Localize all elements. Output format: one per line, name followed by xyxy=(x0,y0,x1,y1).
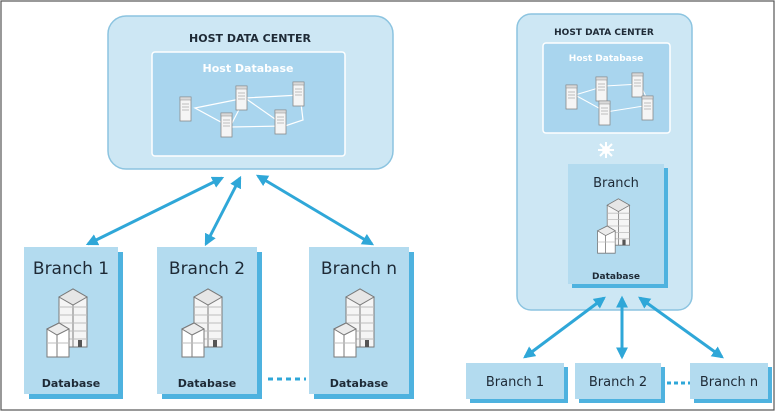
arrow-host-branch-n xyxy=(255,174,375,246)
left-host-data-center: HOST DATA CENTER Host Database xyxy=(107,15,394,170)
left-connection-arrows xyxy=(85,174,375,247)
arrow-host-branch-2 xyxy=(204,175,242,247)
branch-1-label: Branch 1 xyxy=(33,259,109,279)
right-central-branch: Branch Database xyxy=(568,164,668,288)
right-host-center-title: HOST DATA CENTER xyxy=(554,28,654,38)
central-branch-database-label: Database xyxy=(592,272,640,282)
branch-1-database-label: Database xyxy=(42,377,101,390)
server-icon xyxy=(235,85,248,111)
left-host-center-title: HOST DATA CENTER xyxy=(189,32,311,45)
server-icon xyxy=(292,81,305,107)
server-icon xyxy=(565,84,578,110)
server-icon xyxy=(631,72,644,98)
left-branch-1: Branch 1 Database xyxy=(24,247,123,399)
right-branch-2: Branch 2 xyxy=(575,363,665,403)
left-branch-n: Branch n Database xyxy=(309,247,414,399)
right-connection-arrows xyxy=(523,295,724,360)
arrow-central-branch-n xyxy=(638,296,724,359)
server-icon xyxy=(179,96,192,122)
server-icon xyxy=(641,95,654,121)
right-branch-1: Branch 1 xyxy=(466,363,568,403)
right-branch-n: Branch n xyxy=(690,363,772,403)
server-icon xyxy=(274,109,287,135)
server-icon xyxy=(598,100,611,126)
branch-2-label: Branch 2 xyxy=(169,259,245,279)
left-host-database-label: Host Database xyxy=(203,62,294,75)
branch-n-label: Branch n xyxy=(321,259,397,279)
server-icon xyxy=(220,112,233,138)
right-host-data-center: HOST DATA CENTER Host Database xyxy=(516,13,693,311)
right-host-database-label: Host Database xyxy=(569,54,643,64)
left-host-database: Host Database xyxy=(151,51,346,157)
sync-burst-icon xyxy=(598,142,614,158)
right-topology: HOST DATA CENTER Host Database xyxy=(466,13,772,403)
central-branch-label: Branch xyxy=(593,176,639,191)
right-host-database: Host Database xyxy=(542,42,671,134)
left-branch-2: Branch 2 Database xyxy=(157,247,262,399)
branch-n-database-label: Database xyxy=(330,377,389,390)
arrow-host-branch-1 xyxy=(85,176,225,246)
arrow-central-branch-1 xyxy=(523,296,606,359)
right-branch-n-label: Branch n xyxy=(700,375,758,390)
left-topology: HOST DATA CENTER Host Database xyxy=(24,15,414,399)
right-branch-2-label: Branch 2 xyxy=(589,375,647,390)
server-icon xyxy=(595,76,608,102)
right-branch-1-label: Branch 1 xyxy=(486,375,544,390)
branch-2-database-label: Database xyxy=(178,377,237,390)
